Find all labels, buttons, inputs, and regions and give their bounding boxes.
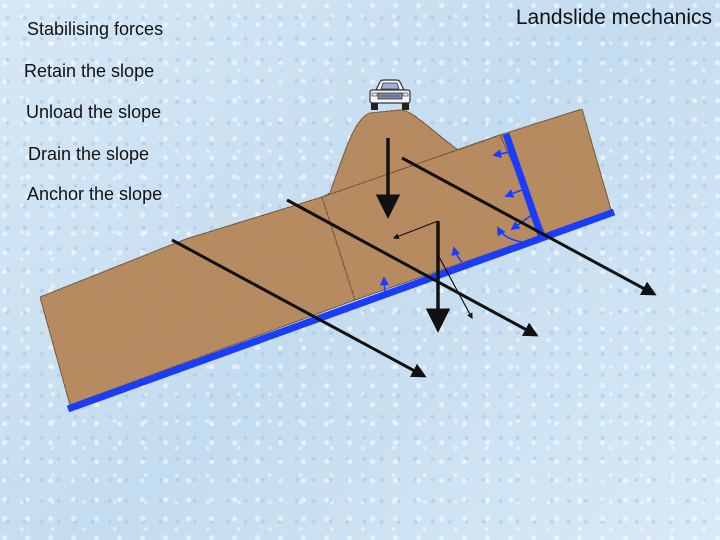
slope-soil (39, 108, 613, 406)
anchor-line-3 (401, 156, 657, 296)
anchor-line-2 (286, 198, 539, 337)
car-icon (369, 79, 411, 110)
anchor-slope-label: Anchor the slope (27, 184, 163, 204)
drainage-arrows (379, 149, 533, 296)
stabilising-forces-heading: Stabilising forces (27, 19, 164, 39)
slide-title: Landslide mechanics (515, 6, 712, 29)
slip-surface (66, 208, 616, 413)
normal-force-arrow (437, 254, 473, 320)
embankment-mound (321, 109, 501, 198)
drain-arrow-6 (379, 276, 389, 296)
anchor-line-1 (171, 238, 427, 378)
resisting-force-arrow (392, 220, 439, 240)
drain-arrow-1 (492, 149, 511, 159)
retaining-drain (502, 132, 545, 237)
lower-slope-block (39, 196, 356, 406)
retain-slope-label: Retain the slope (24, 61, 155, 81)
drain-arrow-5 (451, 246, 463, 263)
drain-arrow-4 (497, 226, 523, 243)
drain-slope-label: Drain the slope (28, 144, 150, 164)
resolved-forces (392, 220, 473, 320)
anchor-lines (171, 156, 657, 378)
unload-slope-label: Unload the slope (26, 102, 162, 122)
drain-arrow-2 (504, 189, 523, 198)
